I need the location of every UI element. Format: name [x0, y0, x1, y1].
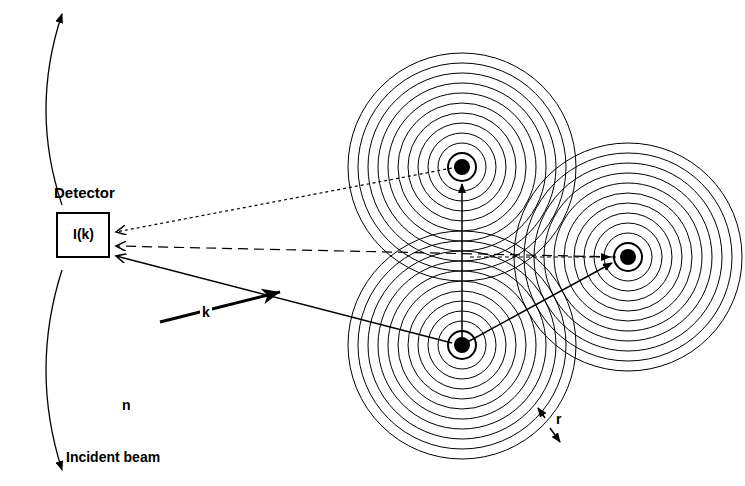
scattered-ray — [116, 246, 616, 257]
vector-label: n — [120, 398, 133, 413]
position-vector — [461, 184, 463, 345]
rotation-arc — [46, 14, 62, 205]
position-vector — [462, 263, 612, 345]
position-vector — [470, 256, 610, 257]
spacing-arrow — [550, 428, 560, 442]
incident-beam-arrow — [160, 292, 280, 322]
spacing-label: r — [554, 412, 563, 427]
vector-label: k — [200, 305, 212, 320]
scattered-ray — [116, 168, 452, 232]
wave-vector-k — [116, 256, 452, 343]
spacing-arrow — [538, 408, 545, 418]
detector-box: DetectorI(k) — [56, 212, 110, 258]
rotation-arc — [46, 270, 62, 470]
detector-heading: Detector — [54, 185, 115, 202]
intensity-label: I(k) — [73, 227, 94, 242]
beam-label: Incident beam — [64, 450, 162, 465]
